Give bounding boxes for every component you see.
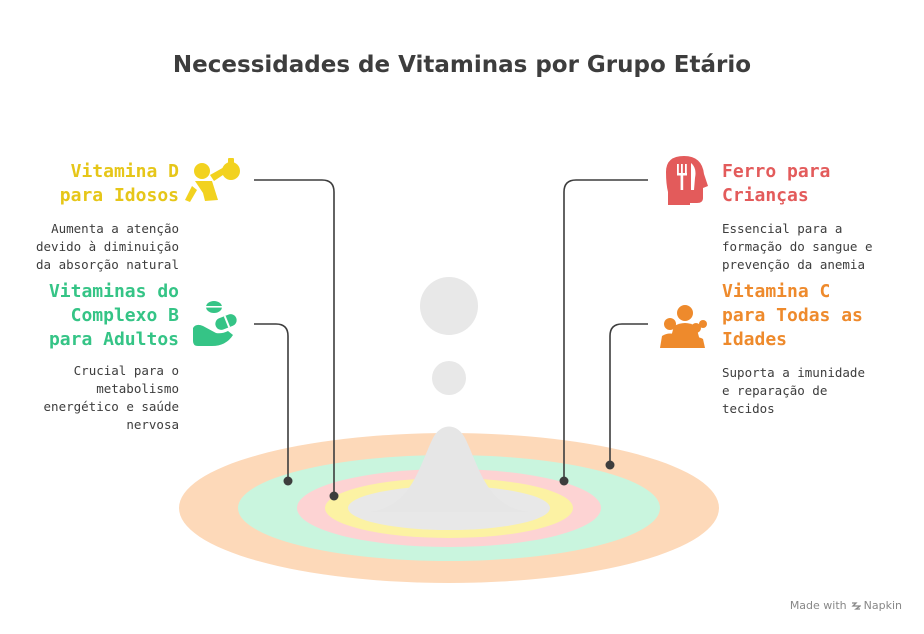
- napkin-logo-icon: [851, 601, 861, 610]
- footer-credit: Made with Napkin: [790, 599, 902, 612]
- footer-brand-name: Napkin: [863, 599, 902, 612]
- heading-vitamina-d: Vitamina D para Idosos: [59, 161, 179, 206]
- connector-dot-ferro: [559, 476, 569, 486]
- elderly-person-icon: [185, 158, 240, 202]
- connector-dot-complexo-b: [283, 476, 293, 486]
- desc-vitamina-c: Suporta a imunidade e reparação de tecid…: [722, 365, 865, 416]
- connector-ferro: [563, 179, 648, 481]
- heading-vitamina-c: Vitamina C para Todas as Idades: [722, 281, 863, 350]
- water-splash: [368, 426, 530, 512]
- heading-complexo-b: Vitaminas do Complexo B para Adultos: [48, 281, 179, 350]
- footer-made-with: Made with: [789, 599, 847, 612]
- connector-vitamina-c: [609, 323, 648, 465]
- connector-dot-vitamina-c: [605, 460, 615, 470]
- drop-large: [420, 277, 478, 335]
- family-icon: [660, 305, 707, 348]
- hand-pill-icon: [193, 301, 237, 346]
- page-title: Necessidades de Vitaminas por Grupo Etár…: [172, 52, 752, 78]
- head-fork-knife-icon: [666, 156, 708, 205]
- footer-brand: Napkin: [851, 599, 902, 612]
- heading-ferro: Ferro para Crianças: [722, 161, 831, 206]
- drop-small: [432, 361, 466, 395]
- connector-dot-vitamina-d: [329, 491, 339, 501]
- desc-complexo-b: Crucial para o metabolismo energético e …: [43, 363, 179, 432]
- desc-ferro: Essencial para a formação do sangue e pr…: [722, 221, 873, 272]
- connector-vitamina-d: [254, 179, 335, 496]
- desc-vitamina-d: Aumenta a atenção devido à diminuição da…: [36, 221, 179, 272]
- connector-complexo-b: [254, 323, 289, 481]
